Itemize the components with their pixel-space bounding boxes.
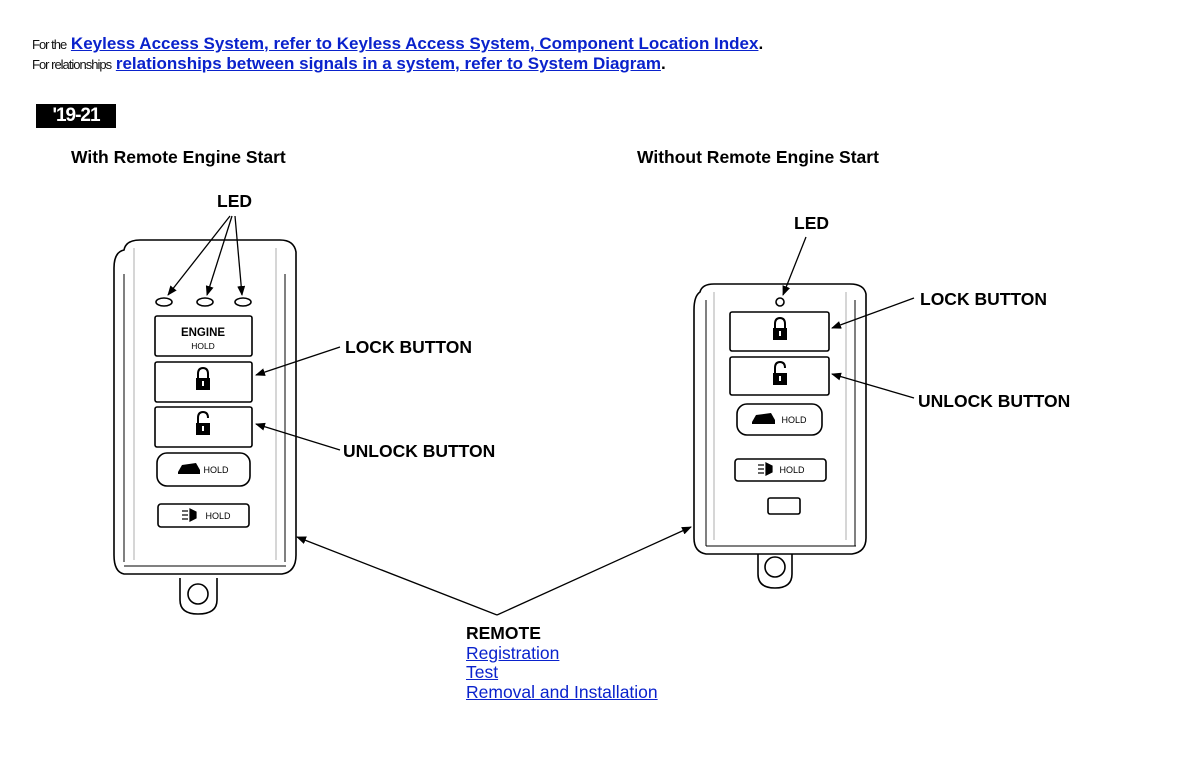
left-tailgate-button[interactable]: [156, 452, 251, 487]
left-key-fob: [113, 239, 297, 615]
reference-line-2-suffix: .: [660, 54, 666, 73]
remote-left-arrow: [296, 536, 498, 616]
left-panic-hold-text: HOLD: [205, 511, 231, 521]
reference-line-1: For the Keyless Access System, refer to …: [32, 34, 763, 54]
right-tailgate-hold-text: HOLD: [781, 415, 807, 425]
keyless-access-location-index-link[interactable]: Keyless Access System, refer to Keyless …: [70, 34, 759, 53]
removal-installation-link[interactable]: Removal and Installation: [466, 682, 658, 702]
left-led-3: [234, 297, 252, 307]
left-unlock-button[interactable]: [154, 406, 253, 448]
right-tailgate-button[interactable]: [736, 403, 823, 436]
left-panic-icon: [182, 508, 197, 522]
left-fob-title: With Remote Engine Start: [71, 147, 286, 167]
left-unlock-icon: [196, 410, 210, 435]
right-lock-button[interactable]: [729, 311, 830, 352]
left-led-arrow-1: [167, 215, 231, 296]
right-lock-button-label: LOCK BUTTON: [920, 289, 1048, 309]
left-lock-arrow: [255, 346, 341, 376]
reference-line-2: For relationships relationships between …: [32, 54, 666, 74]
test-link[interactable]: Test: [466, 662, 499, 682]
left-lock-button-label: LOCK BUTTON: [345, 337, 473, 357]
right-tailgate-icon: [752, 413, 775, 424]
left-engine-start-button[interactable]: [154, 315, 253, 357]
leader-arrows: [167, 215, 915, 616]
right-lock-arrow: [831, 297, 915, 329]
right-panic-button[interactable]: [734, 458, 827, 482]
right-led-label: LED: [794, 213, 829, 233]
remote-right-arrow: [496, 526, 692, 616]
left-panic-button[interactable]: [157, 503, 250, 528]
reference-line-1-suffix: .: [758, 34, 764, 53]
reference-line-2-prefix: For relationships: [32, 57, 112, 72]
engine-hold-text: HOLD: [191, 341, 215, 351]
right-fob-title: Without Remote Engine Start: [637, 147, 879, 167]
model-year-badge: '19-21: [36, 104, 116, 128]
right-lock-icon: [773, 316, 787, 340]
right-led: [775, 297, 785, 307]
right-led-arrow: [782, 236, 807, 296]
remote-label: REMOTE: [466, 623, 541, 643]
engine-button-text: ENGINE: [181, 327, 225, 339]
right-unlock-arrow: [831, 372, 915, 399]
left-unlock-button-label: UNLOCK BUTTON: [343, 441, 496, 461]
right-panic-hold-text: HOLD: [779, 465, 805, 475]
right-panic-icon: [758, 462, 773, 476]
system-diagram-link[interactable]: relationships between signals in a syste…: [115, 54, 661, 73]
right-unlock-button[interactable]: [729, 356, 830, 396]
right-indicator-window: [767, 497, 801, 515]
left-tailgate-hold-text: HOLD: [203, 465, 229, 475]
left-unlock-arrow: [255, 422, 341, 451]
reference-line-1-prefix: For the: [32, 37, 67, 52]
right-unlock-icon: [773, 360, 787, 385]
right-unlock-button-label: UNLOCK BUTTON: [918, 391, 1071, 411]
left-tailgate-icon: [178, 463, 200, 474]
left-led-1: [155, 297, 173, 307]
left-lock-button[interactable]: [154, 361, 253, 403]
left-led-arrow-3: [234, 215, 246, 296]
left-lock-icon: [196, 366, 210, 390]
left-led-arrow-2: [205, 215, 233, 296]
left-led-2: [196, 297, 214, 307]
registration-link[interactable]: Registration: [466, 643, 560, 663]
left-led-label: LED: [217, 191, 252, 211]
right-key-fob: [693, 283, 867, 589]
